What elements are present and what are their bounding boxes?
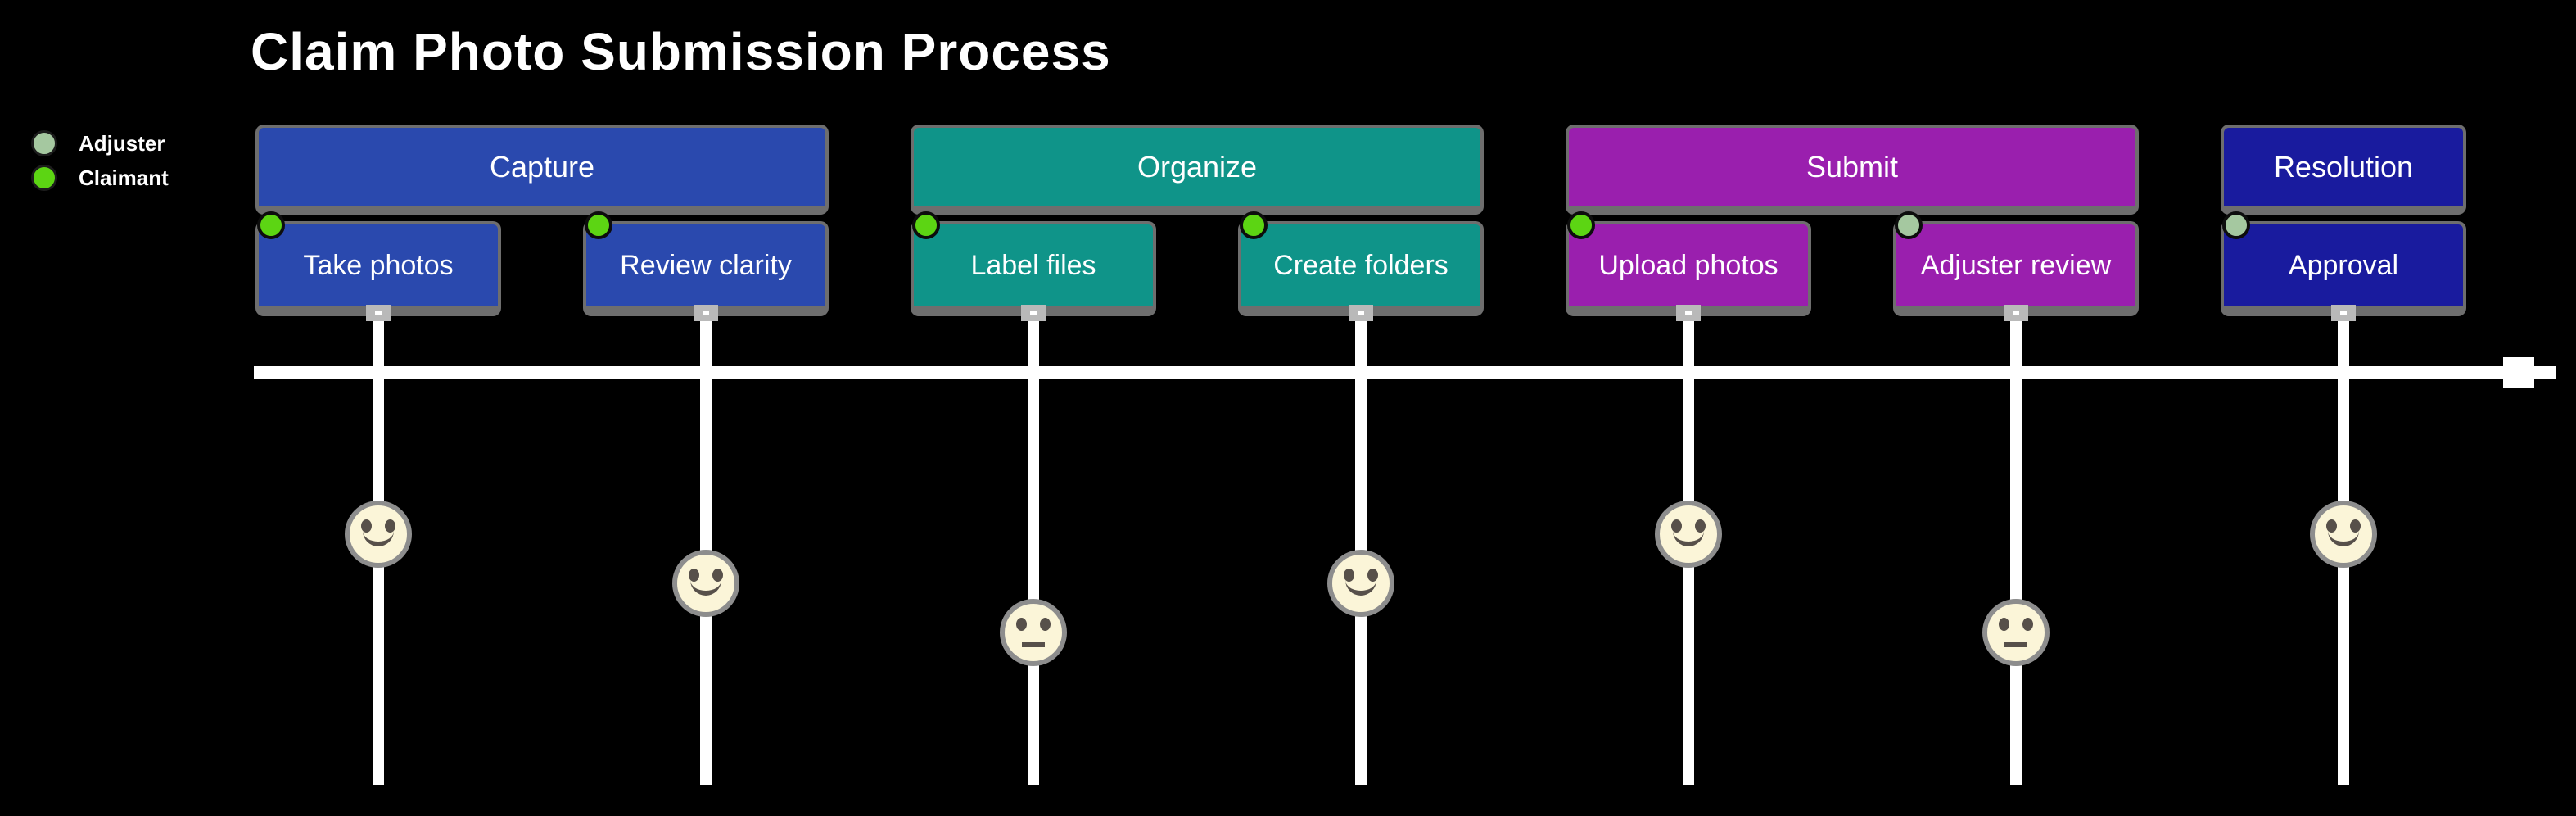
connector-handle [1021, 305, 1046, 321]
connector-handle [2004, 305, 2028, 321]
task-label: Approval [2288, 249, 2399, 281]
section-label: Submit [1805, 150, 1899, 184]
mouth [2004, 642, 2027, 647]
handle-dot-icon [1358, 311, 1364, 315]
task-label: Adjuster review [1920, 249, 2112, 281]
connector-handle [2331, 305, 2356, 321]
actor-dot-claimant-icon [585, 211, 612, 239]
task-label: Upload photos [1598, 249, 1778, 281]
right-eye [2022, 618, 2033, 631]
actor-dot-adjuster-icon [1895, 211, 1923, 239]
task-box-review-clarity: Review clarity [583, 221, 829, 316]
legend-item-adjuster: Adjuster [31, 129, 169, 157]
neutral-face-icon [1982, 599, 2050, 666]
task-box-take-photos: Take photos [255, 221, 501, 316]
timeline-axis [254, 366, 2556, 379]
connector-handle [694, 305, 718, 321]
task-drop-line [2010, 311, 2022, 785]
task-drop-line [1028, 311, 1039, 785]
adjuster-color-dot-icon [31, 130, 57, 156]
actor-legend: Adjuster Claimant [31, 129, 169, 192]
handle-dot-icon [1685, 311, 1692, 315]
smiley-face-icon [345, 501, 412, 568]
right-eye [1040, 618, 1051, 631]
actor-dot-claimant-icon [1240, 211, 1268, 239]
actor-dot-claimant-icon [257, 211, 285, 239]
page-title: Claim Photo Submission Process [251, 22, 1111, 81]
task-label: Create folders [1273, 249, 1448, 281]
mouth [1673, 528, 1704, 546]
task-box-approval: Approval [2221, 221, 2466, 316]
section-label: Resolution [2273, 150, 2414, 184]
smiley-face-icon [2310, 501, 2377, 568]
task-drop-line [1355, 311, 1367, 785]
task-label: Review clarity [620, 249, 792, 281]
legend-item-claimant: Claimant [31, 164, 169, 192]
mouth [1022, 642, 1045, 647]
section-bar-organize: Organize [911, 125, 1484, 215]
smiley-face-icon [1655, 501, 1722, 568]
legend-label: Claimant [79, 165, 169, 190]
section-bar-submit: Submit [1566, 125, 2139, 215]
actor-dot-adjuster-icon [2222, 211, 2250, 239]
handle-dot-icon [375, 311, 382, 315]
connector-handle [1349, 305, 1373, 321]
task-box-create-folders: Create folders [1238, 221, 1484, 316]
actor-dot-claimant-icon [912, 211, 940, 239]
mouth [2328, 528, 2359, 546]
task-box-label-files: Label files [911, 221, 1156, 316]
task-box-upload-photos: Upload photos [1566, 221, 1811, 316]
smiley-face-icon [672, 550, 739, 617]
smiley-face-icon [1327, 550, 1394, 617]
claimant-color-dot-icon [31, 165, 57, 191]
task-drop-line [700, 311, 712, 785]
actor-dot-claimant-icon [1567, 211, 1595, 239]
mouth [690, 578, 721, 596]
section-bar-resolution: Resolution [2221, 125, 2466, 215]
left-eye [1016, 618, 1027, 631]
section-label: Capture [489, 150, 595, 184]
handle-dot-icon [1030, 311, 1037, 315]
connector-handle [366, 305, 391, 321]
mouth [1345, 578, 1376, 596]
legend-label: Adjuster [79, 131, 165, 156]
timeline-arrowhead-icon [2503, 357, 2534, 388]
connector-handle [1676, 305, 1701, 321]
handle-dot-icon [2013, 311, 2019, 315]
task-label: Take photos [303, 249, 454, 281]
section-bar-capture: Capture [255, 125, 829, 215]
section-label: Organize [1137, 150, 1258, 184]
task-box-adjuster-review: Adjuster review [1893, 221, 2139, 316]
handle-dot-icon [703, 311, 709, 315]
handle-dot-icon [2340, 311, 2347, 315]
left-eye [1999, 618, 2009, 631]
mouth [363, 528, 394, 546]
task-label: Label files [970, 249, 1096, 281]
neutral-face-icon [1000, 599, 1067, 666]
